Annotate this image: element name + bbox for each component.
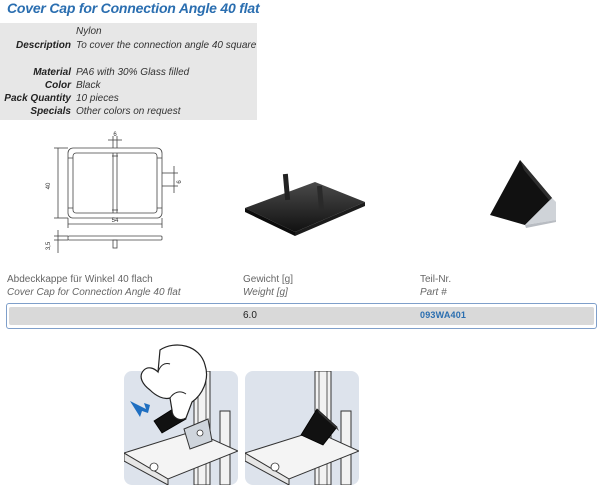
product-photo-wedge — [490, 160, 556, 228]
table-header-part-de: Teil-Nr. — [420, 274, 452, 285]
spec-value-material: PA6 with 30% Glass filled — [76, 67, 190, 78]
table-header-part-en: Part # — [420, 287, 447, 298]
technical-drawing: 6 40 6 54 3,5 — [46, 132, 183, 253]
product-photo-flat — [245, 173, 365, 236]
install-illustration-step-2 — [245, 371, 359, 485]
spec-value-pack-quantity: 10 pieces — [76, 93, 119, 104]
spec-label-specials: Specials — [30, 106, 71, 117]
install-illustration-step-1 — [124, 371, 238, 485]
spec-label-color: Color — [44, 80, 71, 91]
table-row-bar — [9, 307, 594, 325]
spec-material-top-value: Nylon — [76, 26, 102, 37]
table-header-weight-de: Gewicht [g] — [243, 274, 294, 285]
dim-left-label: 40 — [46, 182, 52, 189]
hand-illustration — [140, 344, 208, 421]
dim-right-label: 6 — [177, 180, 183, 184]
spec-panel: Nylon Description To cover the connectio… — [0, 23, 257, 120]
spec-value-color: Black — [76, 80, 101, 91]
table-header-desc-en: Cover Cap for Connection Angle 40 flat — [7, 287, 181, 298]
spec-label-material: Material — [33, 67, 71, 78]
dim-height-label: 3,5 — [46, 241, 52, 250]
table-header-weight-en: Weight [g] — [243, 287, 288, 298]
part-number-link[interactable]: 093WA401 — [420, 310, 467, 320]
dim-bottom-label: 54 — [112, 218, 119, 224]
table-header-desc-de: Abdeckkappe für Winkel 40 flach — [7, 274, 153, 285]
spec-label-pack-quantity: Pack Quantity — [4, 93, 71, 104]
table-row — [6, 303, 597, 329]
spec-value-specials: Other colors on request — [76, 106, 181, 117]
dim-top-label: 6 — [113, 132, 117, 138]
weight-value: 6.0 — [243, 310, 257, 321]
page-title: Cover Cap for Connection Angle 40 flat — [7, 0, 260, 16]
spec-value-description: To cover the connection angle 40 square — [76, 40, 257, 51]
spec-label-description: Description — [15, 40, 71, 51]
